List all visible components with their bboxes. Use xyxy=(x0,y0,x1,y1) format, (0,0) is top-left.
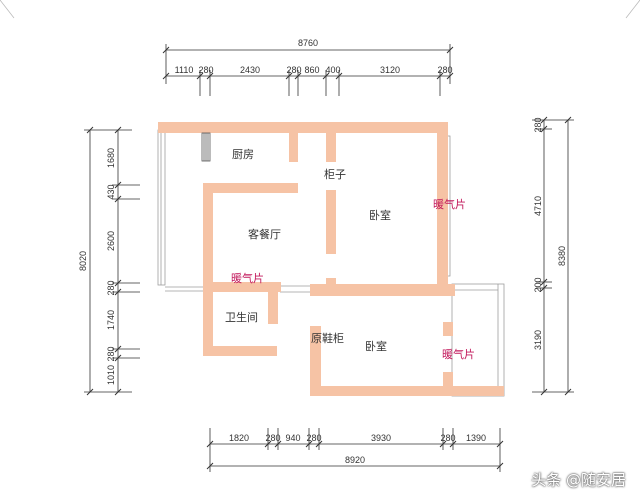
room-label-bedroom-north: 卧室 xyxy=(369,208,391,222)
dimension-ticks xyxy=(86,46,572,470)
wall-kitchen-south xyxy=(203,183,298,193)
walls xyxy=(158,122,504,396)
dim-top-seg: 280 xyxy=(286,65,301,75)
dim-right-seg: 3190 xyxy=(533,330,543,350)
room-label-bedroom-south: 卧室 xyxy=(365,339,387,353)
dim-right-seg: 4710 xyxy=(533,196,543,216)
wall-cabinet xyxy=(326,190,336,254)
dim-left-total: 8020 xyxy=(78,251,88,271)
radiator-label-living: 暖气片 xyxy=(231,271,264,285)
wall-bedroom-south xyxy=(310,386,504,396)
dim-right-seg: 200 xyxy=(533,277,543,292)
wall-living-west xyxy=(203,183,213,283)
dim-top-seg: 860 xyxy=(304,65,319,75)
dim-left-seg: 280 xyxy=(106,280,116,295)
dim-left-seg: 280 xyxy=(106,346,116,361)
wall-east-north xyxy=(437,122,448,290)
wall-kitchen-east xyxy=(289,130,298,162)
dim-right-total: 8380 xyxy=(557,246,567,266)
wall-bath-north xyxy=(203,282,281,292)
dim-bottom-seg: 280 xyxy=(306,433,321,443)
dim-left-seg: 430 xyxy=(106,184,116,199)
dim-bottom-seg: 1820 xyxy=(229,433,249,443)
dim-bottom-seg: 280 xyxy=(265,433,280,443)
radiator-label-south-bedroom: 暖气片 xyxy=(442,347,475,361)
dimension-labels-bottom: 1820 280 940 280 3930 280 1390 8920 xyxy=(229,433,486,465)
watermark: 头条 @随安居 xyxy=(531,471,626,489)
dimension-labels-right: 8380 280 4710 200 3190 xyxy=(533,117,567,350)
room-label-cabinet: 柜子 xyxy=(324,168,346,181)
radiator-labels: 暖气片 暖气片 暖气片 xyxy=(231,197,475,361)
dim-top-seg: 280 xyxy=(437,65,452,75)
wall-bedroom-west xyxy=(310,326,321,396)
frame-lines xyxy=(0,0,640,19)
dim-top-seg: 2430 xyxy=(240,65,260,75)
dim-right-seg: 280 xyxy=(533,117,543,132)
wall-stub xyxy=(326,278,336,284)
room-label-kitchen: 厨房 xyxy=(232,148,254,161)
dim-left-seg: 1010 xyxy=(106,365,116,385)
dimension-lines xyxy=(84,44,574,472)
wall-bath-east xyxy=(268,282,278,324)
room-labels: 厨房 柜子 卧室 客餐厅 卫生间 原鞋柜 卧室 xyxy=(225,148,391,353)
dim-top-total: 8760 xyxy=(298,38,318,48)
window-south-balcony xyxy=(451,283,505,397)
wall-cabinet-top xyxy=(326,130,336,162)
wall-bath-south xyxy=(203,346,277,356)
dim-top-seg: 1110 xyxy=(175,65,194,75)
dim-left-seg: 1740 xyxy=(106,310,116,330)
room-label-shoe-cabinet: 原鞋柜 xyxy=(311,331,344,345)
dim-top-seg: 3120 xyxy=(380,65,400,75)
dim-bottom-total: 8920 xyxy=(345,455,365,465)
dimension-labels-left: 8020 1680 430 2600 280 1740 280 1010 xyxy=(78,148,116,385)
wall-bath-west xyxy=(203,282,213,356)
radiator-label-north-bedroom: 暖气片 xyxy=(433,197,466,211)
dim-bottom-seg: 3930 xyxy=(371,433,391,443)
dim-bottom-seg: 940 xyxy=(285,433,300,443)
radiator-icon xyxy=(201,132,211,162)
dim-top-seg: 280 xyxy=(198,65,213,75)
wall-bedroom-east-b xyxy=(443,372,453,392)
wall-north xyxy=(158,122,448,133)
wall-east-corner xyxy=(445,284,455,296)
dim-bottom-seg: 280 xyxy=(440,433,455,443)
wall-bedroom-north xyxy=(310,284,455,296)
window-west xyxy=(157,129,166,286)
dimension-labels-top: 8760 1110 280 2430 280 860 400 3120 280 xyxy=(175,38,453,75)
dim-bottom-seg: 1390 xyxy=(466,433,486,443)
windows xyxy=(157,129,505,397)
room-label-living-dining: 客餐厅 xyxy=(248,227,281,241)
room-label-bathroom: 卫生间 xyxy=(225,310,258,324)
dim-left-seg: 1680 xyxy=(106,148,116,168)
dim-top-seg: 400 xyxy=(325,65,340,75)
wall-bedroom-east-a xyxy=(443,322,453,336)
dim-left-seg: 2600 xyxy=(106,231,116,251)
